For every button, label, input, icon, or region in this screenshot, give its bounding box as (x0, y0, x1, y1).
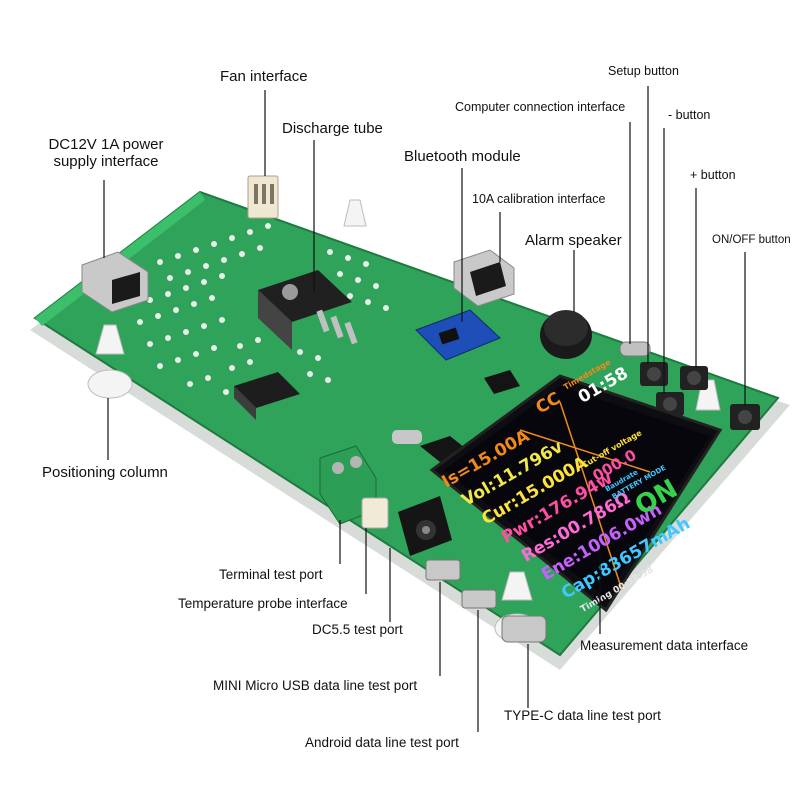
label-dc12v-line2: supply interface (53, 153, 159, 171)
label-typec-port: TYPE-C data line test port (504, 708, 661, 723)
callout-lines (103, 86, 746, 732)
label-plus-button: + button (690, 168, 736, 182)
typec-port (501, 615, 547, 643)
label-dc12v-line1: DC12V 1A power (48, 136, 164, 153)
perfboard-holes (137, 223, 389, 395)
label-setup-button: Setup button (608, 64, 679, 78)
label-terminal-test-port: Terminal test port (219, 567, 323, 582)
tactile-buttons (640, 362, 760, 430)
label-bluetooth-module: Bluetooth module (404, 148, 521, 165)
label-discharge-tube: Discharge tube (282, 120, 383, 137)
label-alarm-speaker: Alarm speaker (525, 232, 622, 249)
label-positioning-column: Positioning column (42, 464, 168, 481)
crystal (392, 430, 422, 444)
micro-usb-port (461, 589, 497, 609)
discharge-tube (258, 270, 358, 350)
label-mini-micro-usb: MINI Micro USB data line test port (213, 678, 418, 693)
fan-connector (247, 175, 279, 219)
lcd-grid (519, 401, 651, 591)
label-dc55-test-port: DC5.5 test port (312, 622, 403, 637)
label-temperature-probe: Temperature probe interface (178, 596, 348, 611)
lcd-panel (444, 386, 710, 598)
dc55-jack (398, 496, 452, 556)
label-measurement-data: Measurement data interface (580, 638, 749, 653)
inductor (484, 370, 520, 394)
temp-probe-connector (361, 497, 389, 529)
label-dc12v: DC12V 1A power supply interface (36, 136, 176, 171)
bluetooth-module (415, 309, 501, 361)
dc12v-jack (81, 251, 149, 313)
label-calibration-10a: 10A calibration interface (472, 192, 606, 206)
label-computer-connection: Computer connection interface (455, 100, 626, 114)
label-android-port: Android data line test port (305, 735, 459, 750)
calibration-jack (453, 249, 515, 307)
label-onoff-button: ON/OFF button (712, 234, 791, 246)
mini-usb-port (425, 559, 461, 581)
label-minus-button: - button (668, 108, 711, 122)
alarm-speaker (540, 310, 592, 359)
transistor-2 (234, 372, 300, 420)
label-fan-interface: Fan interface (220, 68, 308, 85)
computer-usb-port (619, 341, 651, 357)
